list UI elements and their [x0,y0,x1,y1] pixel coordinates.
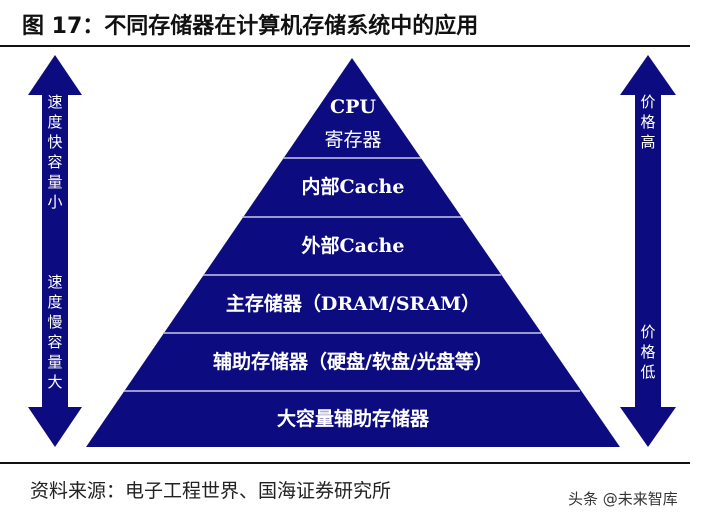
left-arrow-top-label: 速度快容量小 [47,93,63,211]
right-arrow-top-label: 价格高 [640,93,656,151]
bottom-rule [0,462,690,464]
pyramid-dividers [124,157,580,392]
source-note: 资料来源：电子工程世界、国海证券研究所 [30,480,392,502]
level-external-cache: 外部Cache [301,235,405,257]
right-double-arrow [620,55,676,447]
level-mass-storage: 大容量辅助存储器 [276,408,429,430]
top-rule [0,45,690,47]
level-cpu: CPU [330,96,376,118]
level-auxiliary-storage: 辅助存储器（硬盘/软盘/光盘等） [213,351,493,373]
left-double-arrow [28,55,82,447]
figure-title: 图 17：不同存储器在计算机存储系统中的应用 [22,14,479,39]
level-register: 寄存器 [324,129,382,151]
storage-pyramid [86,58,620,447]
left-arrow-bottom-label: 速度慢容量大 [47,273,63,391]
watermark: 头条 @未来智库 [568,490,678,508]
level-internal-cache: 内部Cache [301,176,405,198]
right-arrow-bottom-label: 价格低 [640,323,656,381]
level-main-memory: 主存储器（DRAM/SRAM） [225,293,481,315]
